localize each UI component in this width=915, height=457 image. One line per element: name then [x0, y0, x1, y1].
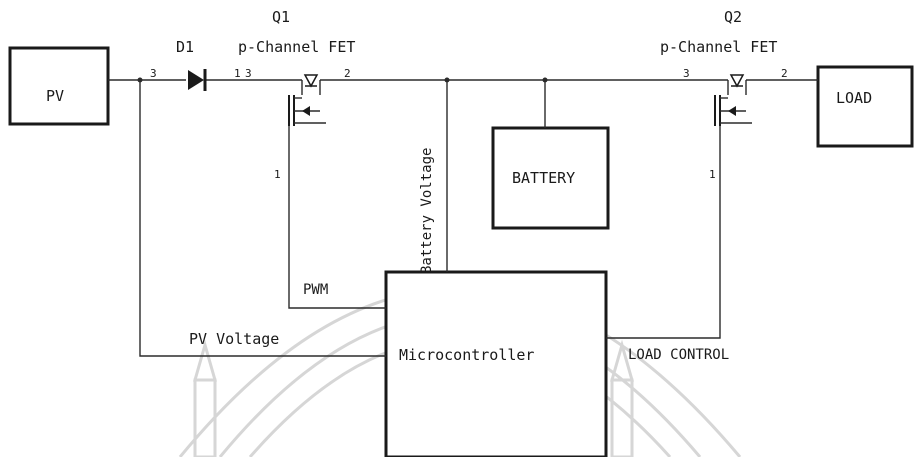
pin-q1-gate: 1 [274, 168, 281, 181]
pin-q2-source: 3 [683, 67, 690, 80]
microcontroller-block [384, 270, 608, 457]
q2-ref-label: Q2 [724, 8, 742, 26]
pin-q2-drain: 2 [781, 67, 788, 80]
pwm-label: PWM [303, 282, 328, 298]
q1-fet-symbol [288, 74, 326, 145]
d1-ref-label: D1 [176, 38, 194, 56]
pv-label: PV [46, 87, 64, 105]
load-control-label: LOAD CONTROL [628, 347, 729, 363]
pin-d1-out: 1 [234, 67, 241, 80]
pin-q1-source: 3 [245, 67, 252, 80]
q2-type-label: p-Channel FET [660, 38, 777, 56]
pin-q1-drain: 2 [344, 67, 351, 80]
battery-label: BATTERY [512, 169, 575, 187]
pv-voltage-label: PV Voltage [189, 330, 279, 348]
q1-ref-label: Q1 [272, 8, 290, 26]
q2-fet-symbol [714, 74, 752, 145]
load-label: LOAD [836, 89, 872, 107]
pwm-wire [288, 145, 386, 309]
pv-voltage-wire [139, 80, 386, 357]
pin-pv-node: 3 [150, 67, 157, 80]
diode-d1-symbol [188, 69, 207, 91]
battery-voltage-label: Battery Voltage [419, 148, 435, 274]
q1-type-label: p-Channel FET [238, 38, 355, 56]
pin-q2-gate: 1 [709, 168, 716, 181]
microcontroller-label: Microcontroller [399, 346, 534, 364]
pv-block [8, 46, 110, 126]
load-control-wire [606, 145, 721, 339]
battery-block [491, 126, 610, 230]
load-block [816, 65, 914, 148]
